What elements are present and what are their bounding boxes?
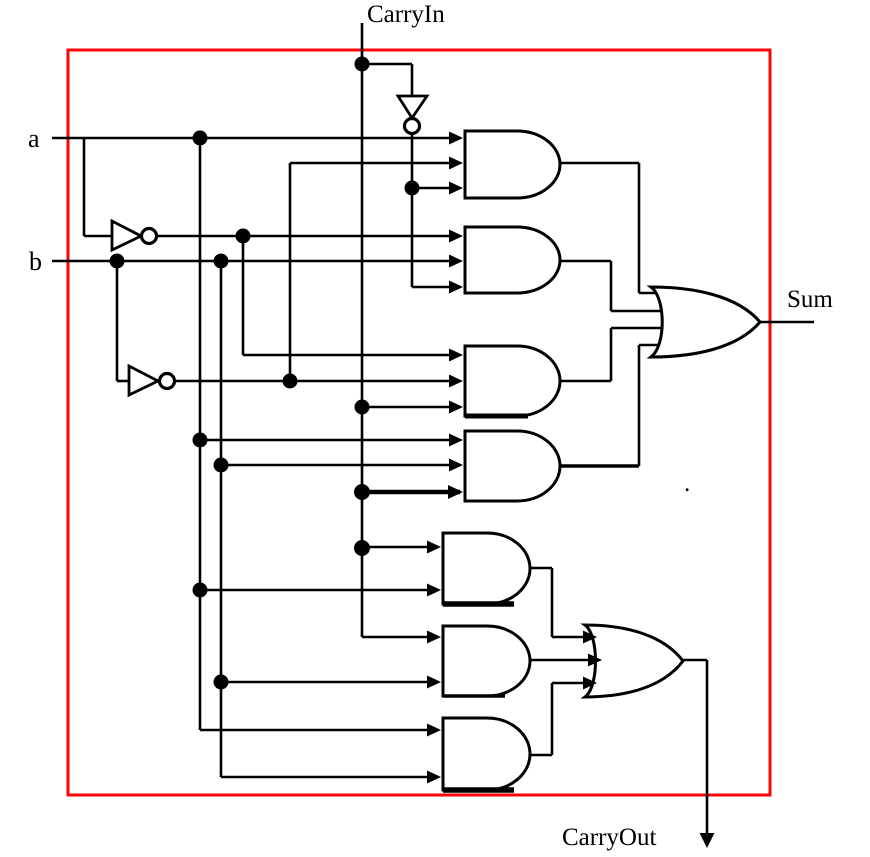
gate-bold-edges <box>443 413 528 793</box>
carryout-arrowhead <box>699 833 715 848</box>
not-gate-b <box>127 363 177 398</box>
label-carryin: CarryIn <box>367 1 445 28</box>
junction-dots <box>109 56 420 690</box>
and-gate-6 <box>441 624 532 698</box>
circuit-boundary-box <box>66 48 772 797</box>
inverters <box>110 94 430 398</box>
label-input-a: a <box>28 124 40 153</box>
stray-period: . <box>684 470 690 497</box>
or-gate-sum <box>646 285 762 359</box>
not-gate-carryin <box>395 94 430 136</box>
or-gate-carryout <box>580 623 685 699</box>
label-input-b: b <box>29 247 42 276</box>
and-gate-1 <box>463 129 562 200</box>
wire-segments <box>52 23 814 836</box>
and-gate-2 <box>463 225 562 295</box>
and-gates <box>441 129 562 792</box>
or-gates <box>580 285 762 699</box>
not-gate-a <box>110 218 159 253</box>
and-gate-5 <box>441 531 532 606</box>
label-carryout: CarryOut <box>562 824 656 851</box>
and-gate-7 <box>441 716 532 792</box>
label-sum: Sum <box>787 286 833 313</box>
and-gate-3 <box>463 344 562 418</box>
input-arrowheads <box>427 131 715 848</box>
and-gate-4 <box>463 429 562 503</box>
